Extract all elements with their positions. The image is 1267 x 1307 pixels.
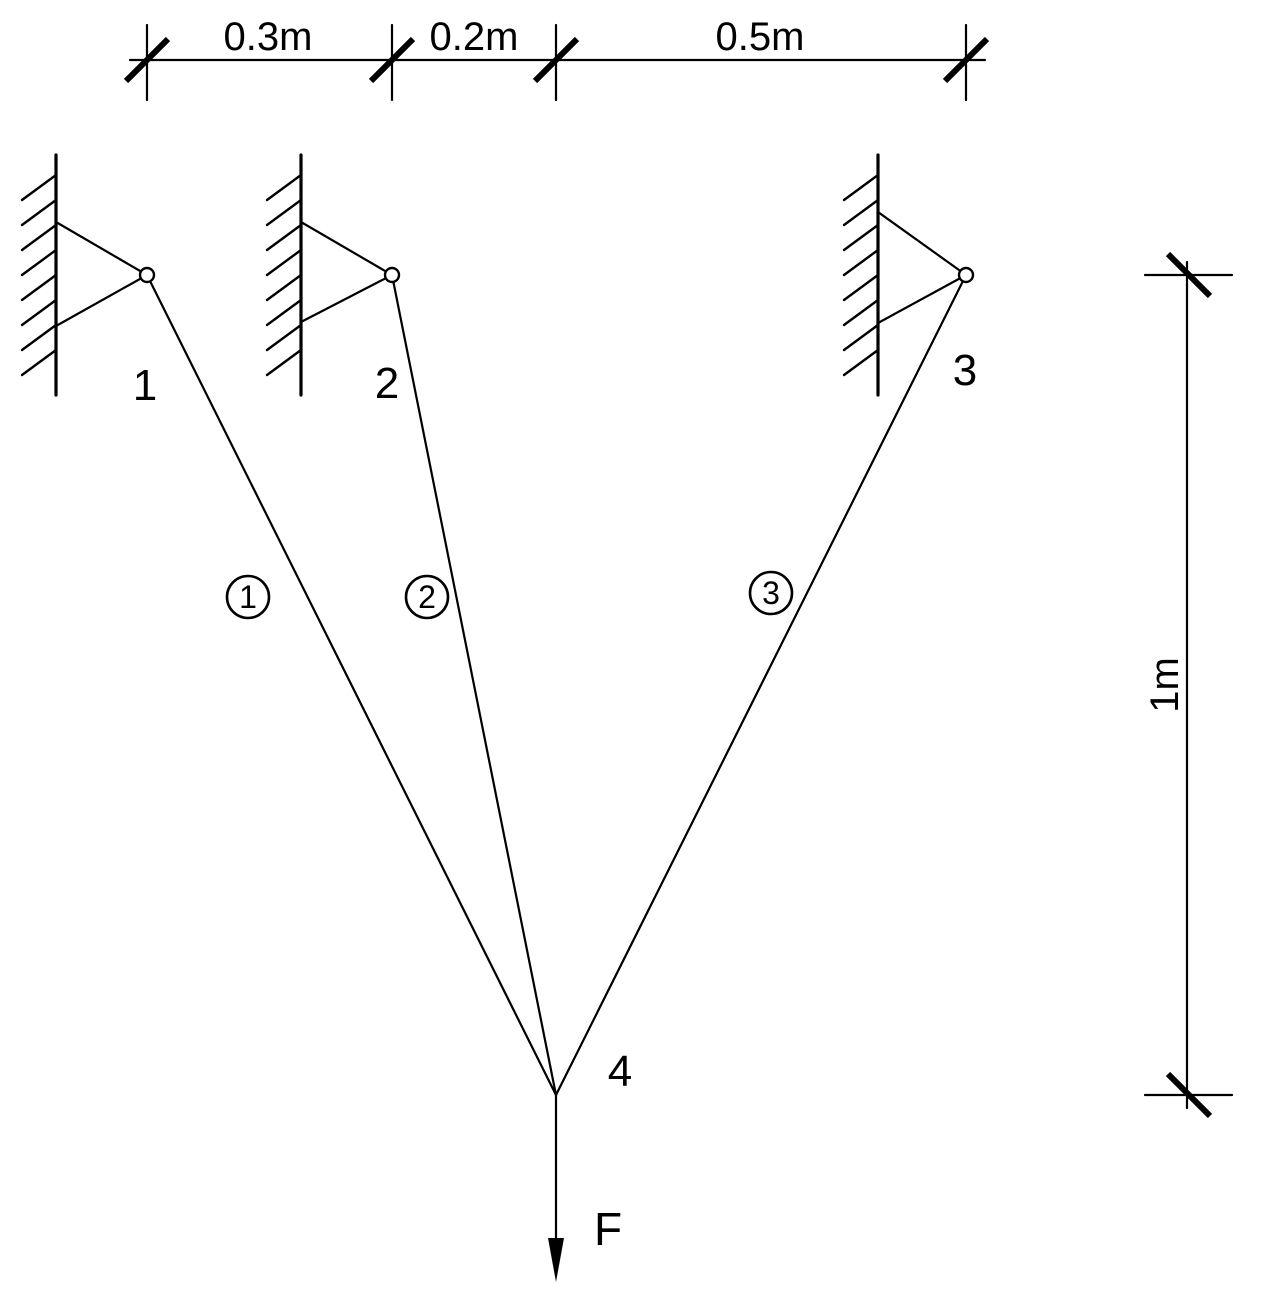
dimension-label-0-3m: 0.3m [224,15,313,59]
dimension-label-0-2m: 0.2m [430,15,519,59]
wall-hatch [20,173,58,202]
wall-hatch [842,223,880,252]
member-bar-2 [390,273,558,1097]
node-label-4: 4 [608,1047,632,1096]
node-label-2: 2 [375,359,399,408]
member-label-2: 2 [418,579,436,615]
wall-hatch [842,323,880,352]
wall-hatch [265,223,303,252]
member-marker-circle [748,570,794,616]
dimension-label-1m: 1m [1143,657,1187,713]
wall-hatch [20,273,58,302]
support-bracket [299,220,394,277]
support-bracket [876,210,968,277]
wall-hatch [842,348,880,377]
member-marker-circle [404,574,450,620]
support-bracket [876,273,968,325]
vertical-dimension: 1m [1143,251,1234,1119]
wall-hatch [842,173,880,202]
member-bar-3 [554,273,968,1097]
wall-hatch [20,223,58,252]
pin-joint-3 [957,266,975,284]
support-bracket [54,220,149,277]
dimension-tick [532,36,580,84]
dimension-tick [368,36,416,84]
wall-hatch [842,298,880,327]
member-label-1: 1 [239,579,257,615]
load-arrowhead [548,1238,564,1282]
wall-hatch [265,173,303,202]
dimension-tick [1165,251,1213,299]
wall-hatch [265,273,303,302]
pin-support-3 [842,153,968,397]
member-marker-2: 2 [404,574,450,620]
wall-hatch [265,323,303,352]
wall-hatch [265,298,303,327]
member-label-3: 3 [762,575,780,611]
wall-hatch [842,248,880,277]
member-bar-1 [145,273,558,1097]
dimension-tick [942,36,990,84]
wall-hatch [20,323,58,352]
node-label-3: 3 [953,346,977,395]
wall-hatch [20,198,58,227]
wall-hatch [842,273,880,302]
load-label-f: F [594,1203,622,1255]
wall-hatch [842,198,880,227]
member-marker-circle [225,574,271,620]
node-label-1: 1 [133,361,157,410]
pin-support-1 [20,153,149,397]
wall-hatch [20,248,58,277]
pin-support-2 [265,153,394,397]
member-marker-1: 1 [225,574,271,620]
dimension-tick [1165,1071,1213,1119]
dimension-label-0-5m: 0.5m [716,15,805,59]
member-marker-3: 3 [748,570,794,616]
wall-hatch [20,298,58,327]
wall-hatch [265,198,303,227]
wall-hatch [20,348,58,377]
pin-joint-1 [138,266,156,284]
wall-hatch [265,248,303,277]
load-arrow: F [548,1093,622,1282]
support-bracket [299,273,394,324]
horizontal-dimension: 0.3m 0.2m 0.5m [123,15,990,102]
dimension-tick [123,36,171,84]
pin-joint-2 [383,266,401,284]
truss-members [145,273,968,1097]
support-bracket [54,273,149,328]
wall-hatch [265,348,303,377]
